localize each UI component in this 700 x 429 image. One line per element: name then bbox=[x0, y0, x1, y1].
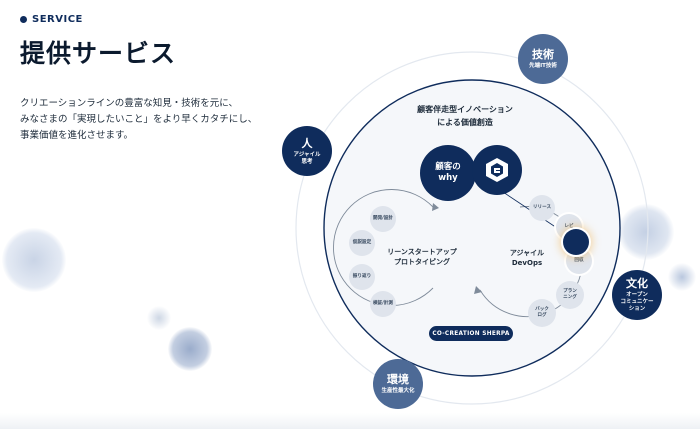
node-environment: 環境 生産性最大化 bbox=[373, 359, 423, 409]
decorative-bubble bbox=[668, 263, 696, 291]
loop-label-line: アジャイル bbox=[509, 249, 545, 257]
step-verify-measure: 検証/計測 bbox=[370, 291, 396, 317]
step-backlog: バック ログ bbox=[528, 299, 556, 327]
section-label-text: SERVICE bbox=[32, 14, 83, 25]
why-line: why bbox=[438, 173, 458, 183]
outer-ring bbox=[295, 51, 649, 405]
left-loop-arc bbox=[333, 189, 434, 306]
page-title: 提供サービス bbox=[20, 39, 177, 68]
loop-label-line: プロトタイピング bbox=[394, 258, 450, 266]
active-step-indicator bbox=[563, 229, 589, 255]
loop-label-line: DevOps bbox=[511, 259, 543, 267]
node-subtitle-line: 思考 bbox=[301, 158, 313, 165]
company-logo-icon bbox=[472, 145, 522, 195]
node-subtitle-line: アジャイル bbox=[293, 151, 321, 158]
co-creation-sherpa-badge: CO-CREATION SHERPA bbox=[429, 326, 513, 341]
agile-devops-label: アジャイル DevOps bbox=[497, 248, 557, 268]
node-people: 人 アジャイル 思考 bbox=[282, 126, 332, 176]
bottom-fade bbox=[0, 413, 700, 429]
customer-why-circle: 顧客の why bbox=[420, 145, 476, 201]
cube-logo-icon bbox=[486, 158, 508, 182]
description-line: 事業価値を進化させます。 bbox=[20, 130, 134, 141]
why-line: 顧客の bbox=[435, 162, 461, 172]
node-title: 人 bbox=[301, 136, 313, 150]
node-title: 環境 bbox=[387, 373, 409, 386]
node-title: 技術 bbox=[532, 48, 554, 61]
node-subtitle: 先端IT技術 bbox=[529, 63, 557, 69]
diagram-caption: 顧客伴走型イノベーション による価値創造 bbox=[395, 103, 535, 129]
step-retrospective: 振り返り bbox=[349, 264, 375, 290]
node-subtitle: オープン コミュニケー ション bbox=[620, 292, 653, 313]
step-backlog-line: バック bbox=[535, 307, 549, 312]
decorative-bubble bbox=[147, 306, 171, 330]
step-hypothesis: 仮説設定 bbox=[349, 230, 375, 256]
node-title: 文化 bbox=[626, 277, 648, 290]
step-backlog-line: ログ bbox=[537, 313, 547, 318]
right-loop-arrow bbox=[474, 286, 482, 294]
caption-line: 顧客伴走型イノベーション bbox=[417, 105, 513, 114]
decorative-bubble bbox=[2, 228, 66, 292]
description-line: みなさまの「実現したいこと」をより早くカタチにし、 bbox=[20, 114, 258, 125]
lean-startup-label: リーンスタートアップ プロトタイピング bbox=[372, 247, 472, 267]
node-subtitle-line: オープン bbox=[626, 292, 648, 298]
step-planning-line: プラン bbox=[563, 289, 577, 294]
node-culture: 文化 オープン コミュニケー ション bbox=[612, 270, 662, 320]
step-release: リリース bbox=[529, 195, 555, 221]
service-description: クリエーションラインの豊富な知見・技術を元に、 みなさまの「実現したいこと」をよ… bbox=[20, 96, 280, 144]
node-subtitle-line: コミュニケー bbox=[620, 299, 654, 305]
decorative-bubble bbox=[168, 327, 212, 371]
node-subtitle-line: ション bbox=[628, 306, 646, 312]
caption-line: による価値創造 bbox=[437, 118, 493, 127]
loop-label-line: リーンスタートアップ bbox=[387, 248, 457, 256]
left-loop-arrow bbox=[432, 203, 439, 211]
section-label: SERVICE bbox=[20, 14, 83, 25]
node-subtitle: 生産性最大化 bbox=[381, 388, 415, 394]
node-subtitle: アジャイル 思考 bbox=[293, 152, 320, 166]
step-planning-line: ニング bbox=[563, 295, 577, 300]
step-planning: プラン ニング bbox=[556, 281, 584, 309]
step-develop-design: 開発/設計 bbox=[370, 206, 396, 232]
description-line: クリエーションラインの豊富な知見・技術を元に、 bbox=[20, 98, 239, 109]
bullet-dot-icon bbox=[20, 16, 27, 23]
node-technology: 技術 先端IT技術 bbox=[518, 34, 568, 84]
